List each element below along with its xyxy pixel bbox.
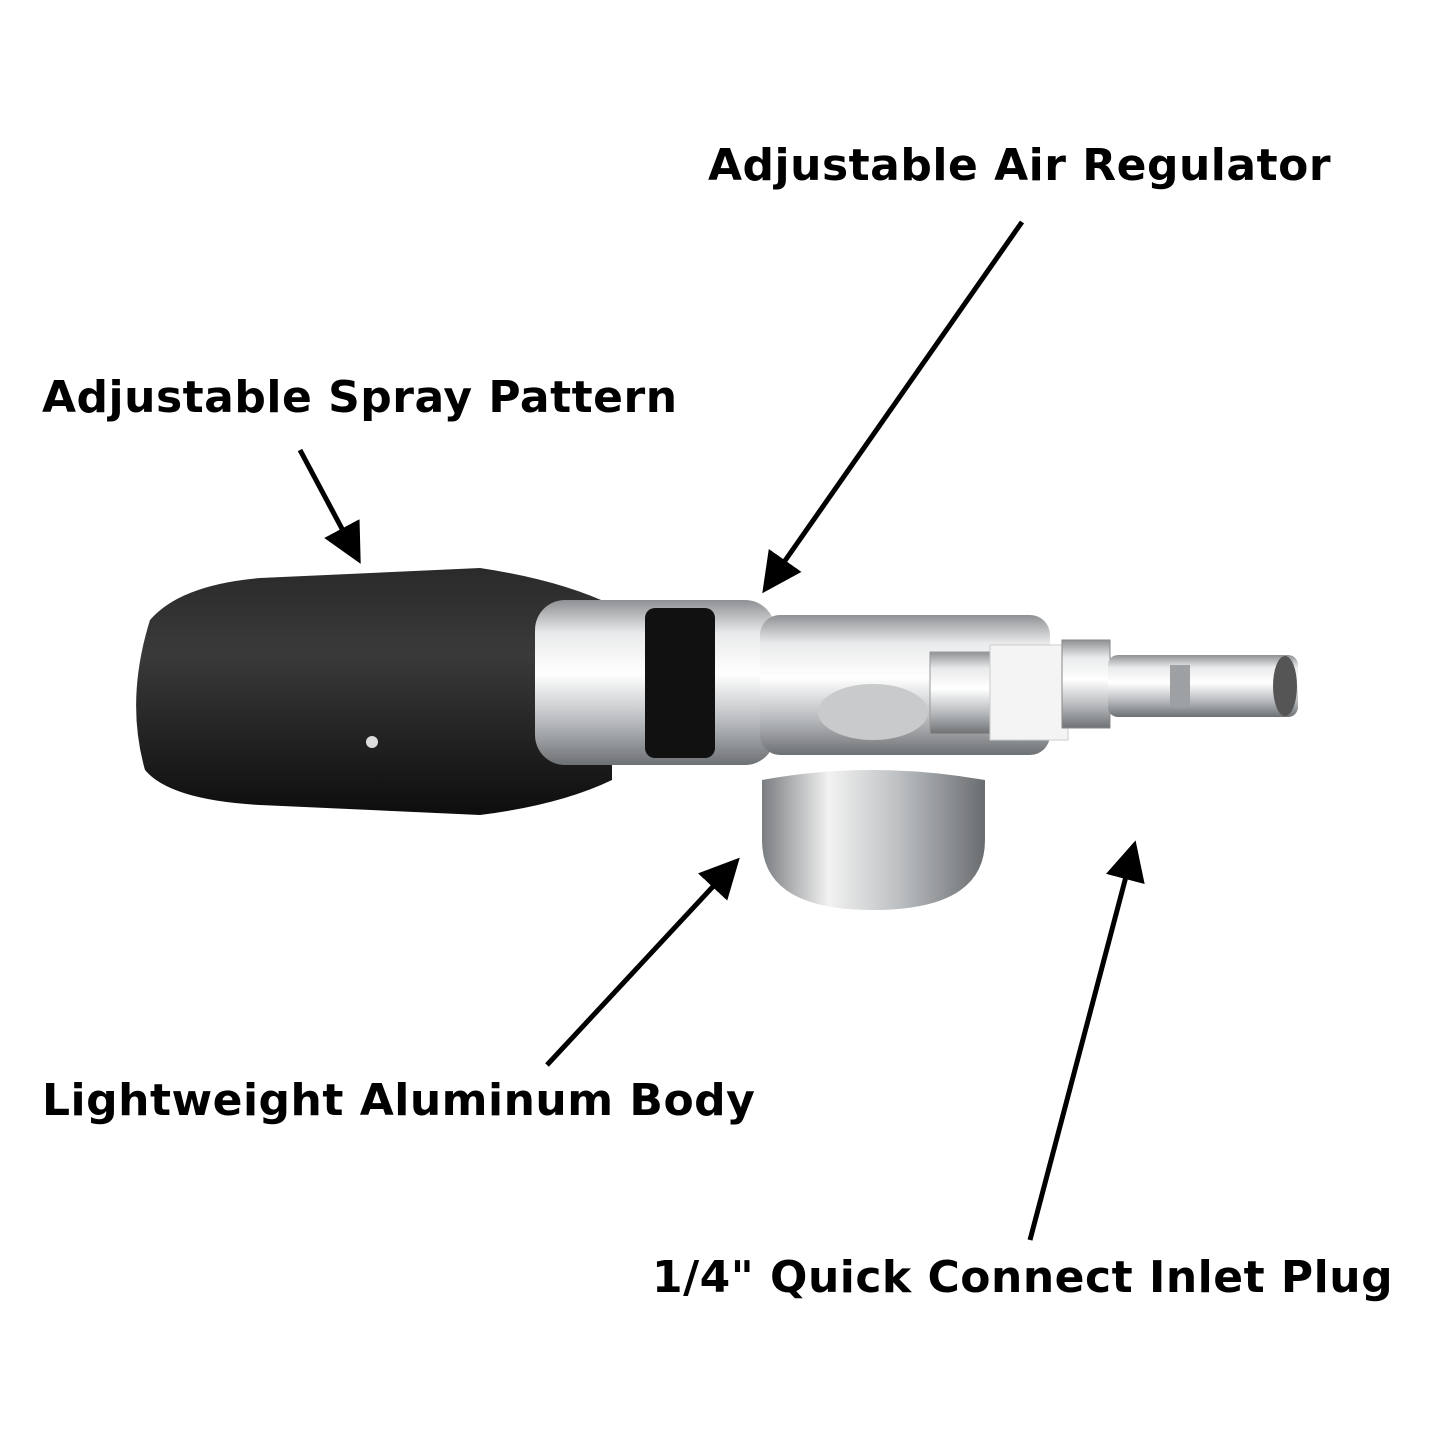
arrow-spray-pattern — [297, 448, 361, 564]
sprayer-nozzle — [136, 568, 612, 815]
label-inlet-plug: 1/4" Quick Connect Inlet Plug — [652, 1252, 1394, 1303]
aluminum-body — [760, 615, 1069, 910]
arrow-inlet-plug — [1027, 840, 1145, 1241]
arrow-aluminum-body — [545, 857, 740, 1067]
label-spray-pattern: Adjustable Spray Pattern — [42, 372, 678, 423]
aluminum-tube — [535, 600, 775, 765]
label-aluminum-body: Lightweight Aluminum Body — [42, 1075, 756, 1126]
quick-connect-plug — [1061, 639, 1298, 729]
label-air-regulator: Adjustable Air Regulator — [708, 140, 1332, 191]
callout-arrows — [297, 220, 1145, 1241]
arrow-air-regulator — [762, 220, 1025, 594]
